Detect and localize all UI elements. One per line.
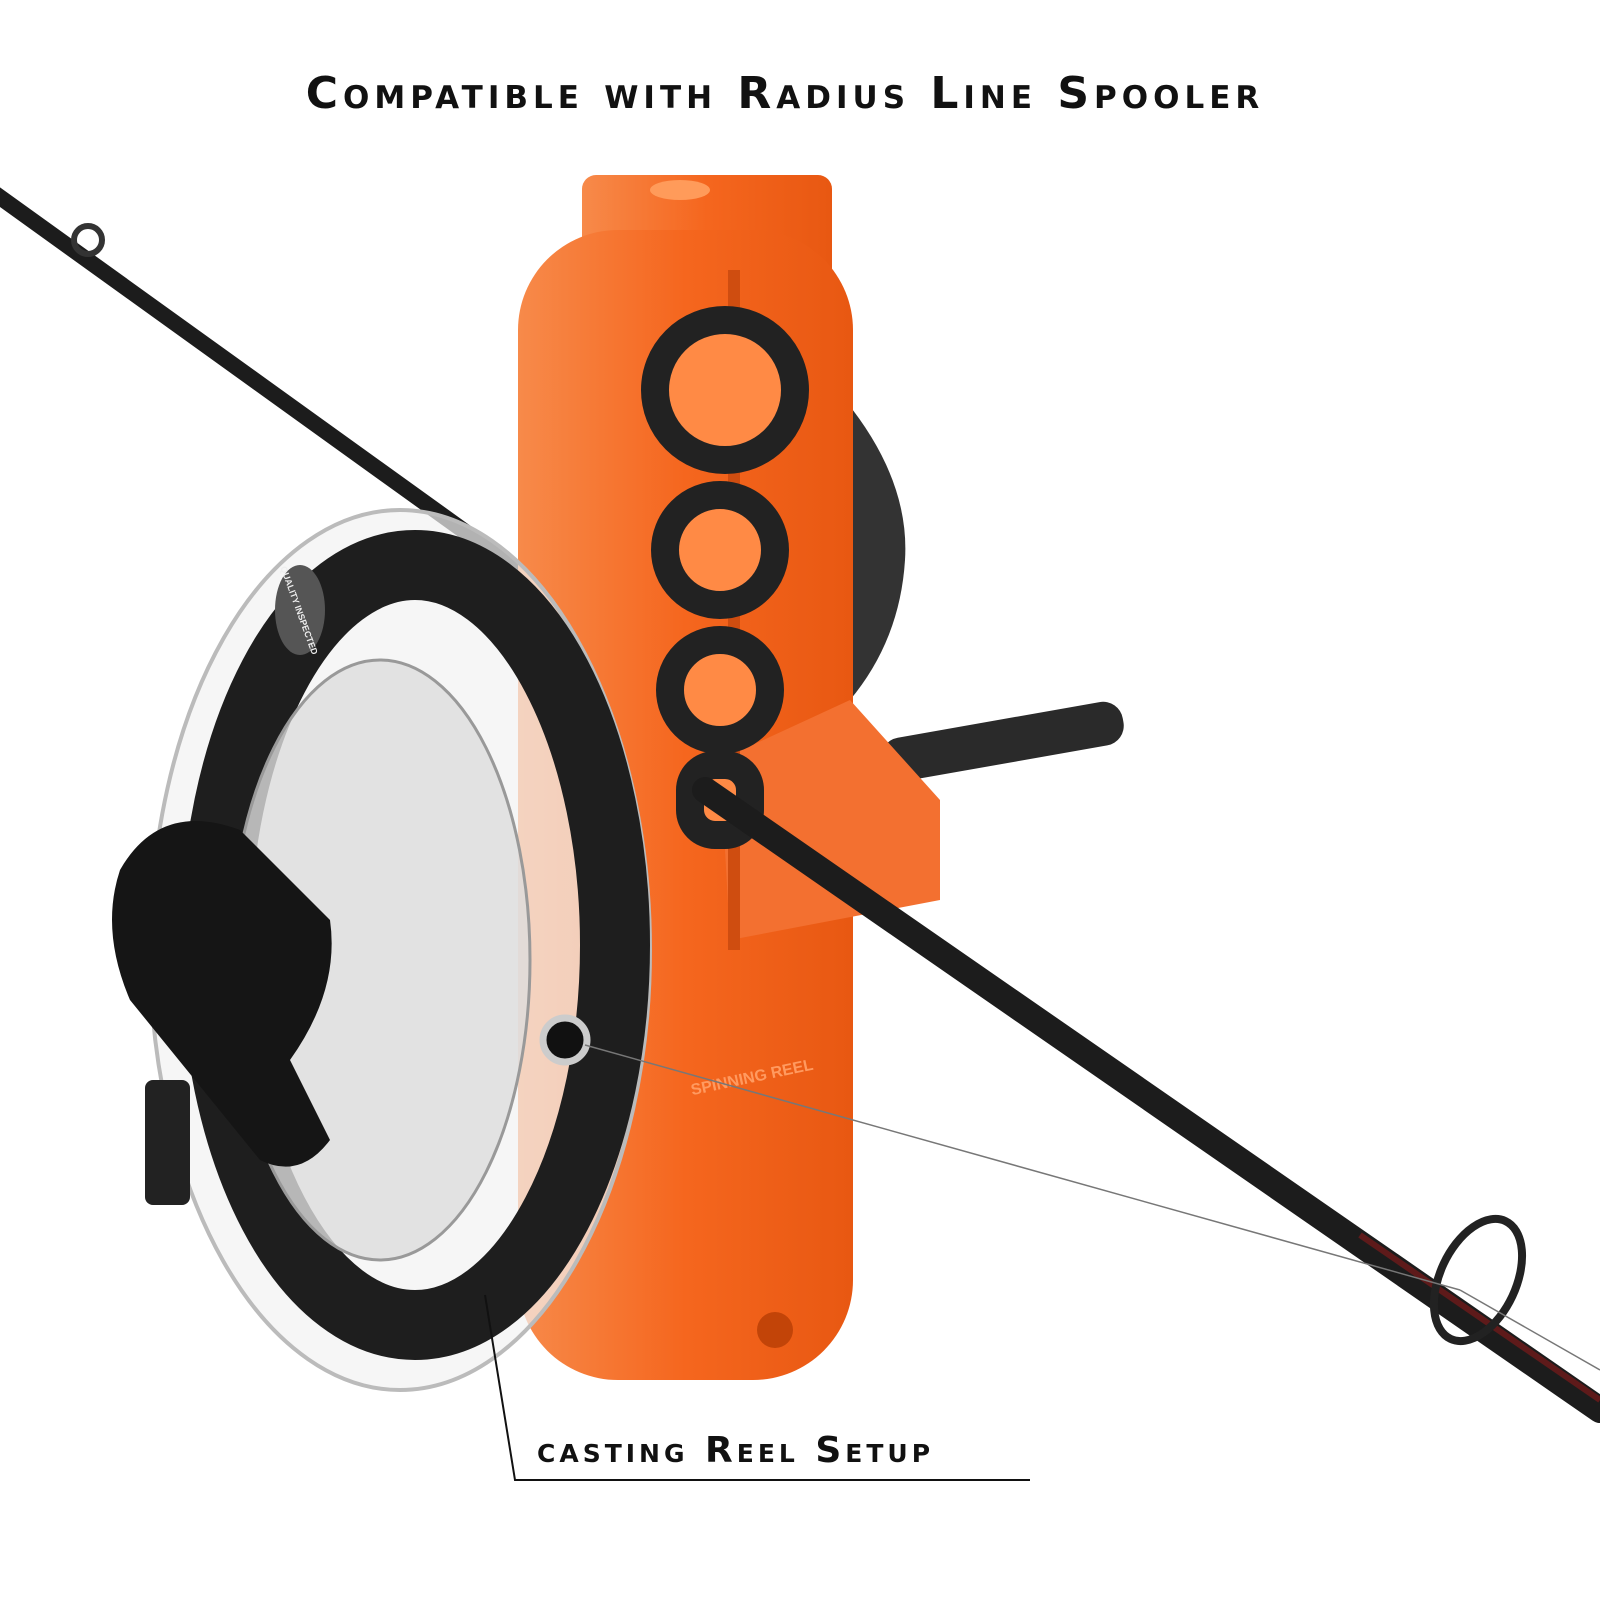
spool-handle xyxy=(112,821,332,1167)
screw-spike xyxy=(881,701,1124,782)
fishing-rod-lower xyxy=(692,777,1600,1423)
tension-knob xyxy=(845,400,906,700)
headline: Compatible with Radius Line Spooler xyxy=(305,68,1265,119)
handle-clip xyxy=(145,1080,190,1205)
rod-guide-top xyxy=(71,223,105,257)
rod-guide-bottom xyxy=(1429,1214,1527,1346)
line-spool xyxy=(148,508,652,1392)
callout-label: casting Reel Setup xyxy=(537,1430,935,1471)
callout-leader-line xyxy=(484,1294,1030,1481)
fishing-line xyxy=(584,1044,1461,1291)
